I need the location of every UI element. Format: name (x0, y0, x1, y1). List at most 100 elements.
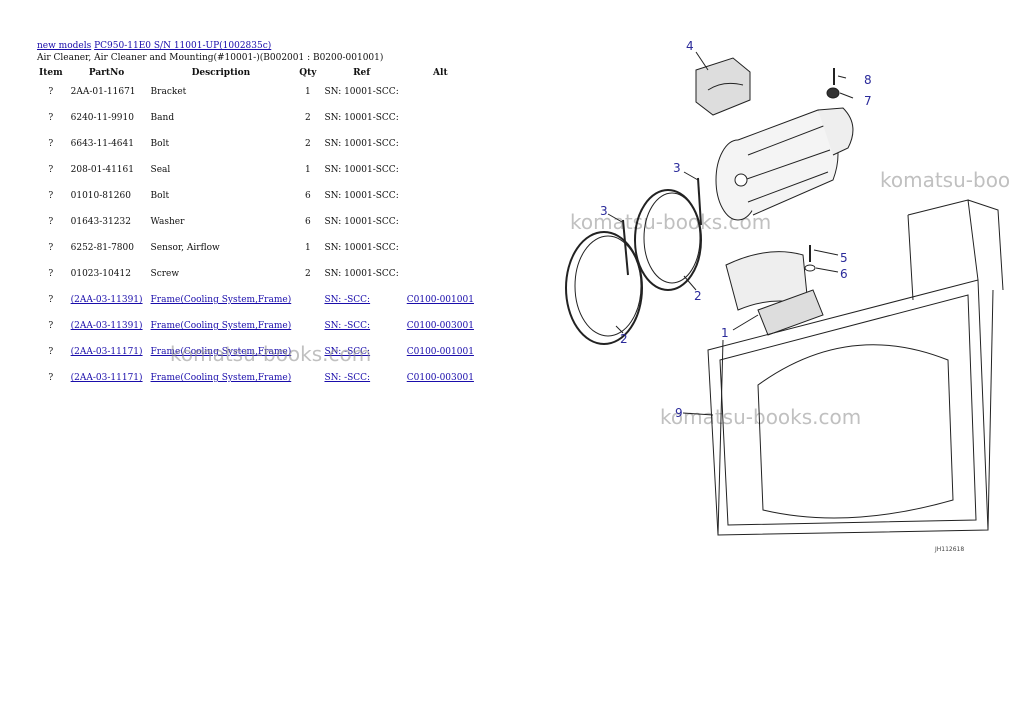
ref-link[interactable]: SN: -SCC: (324, 295, 371, 305)
qty-cell: 1 (304, 243, 311, 253)
qty-cell (295, 365, 320, 391)
col-qty: Qty (299, 67, 317, 78)
callout-label: 7 (864, 94, 872, 108)
partno-cell: 2AA-01-11671 (70, 87, 136, 97)
partno-cell: 6643-11-4641 (70, 139, 134, 149)
description-cell: Frame(Cooling System,Frame) (147, 365, 296, 391)
ref-cell: SN: -SCC: (320, 365, 402, 391)
alt-link[interactable]: C0100-001001 (406, 295, 474, 305)
alt-cell (403, 157, 478, 183)
col-partno: PartNo (88, 67, 125, 78)
table-row: ? 6643-11-4641 Bolt 2 SN: 10001-SCC: (35, 131, 478, 157)
callout-label: 4 (686, 39, 694, 53)
description-link[interactable]: Frame(Cooling System,Frame) (150, 347, 292, 357)
ref-link[interactable]: SN: -SCC: (324, 347, 371, 357)
page-title: Air Cleaner, Air Cleaner and Mounting(#1… (37, 53, 384, 63)
partno-cell: (2AA-03-11171) (67, 365, 147, 391)
ref-cell: SN: -SCC: (320, 287, 402, 313)
item-cell: ? (48, 139, 54, 149)
partno-cell: 01643-31232 (70, 217, 131, 227)
alt-cell: C0100-001001 (403, 339, 478, 365)
alt-cell (403, 105, 478, 131)
description-link[interactable]: Frame(Cooling System,Frame) (150, 321, 292, 331)
ref-cell: SN: 10001-SCC: (324, 269, 399, 279)
partno-link[interactable]: (2AA-03-11391) (70, 295, 143, 305)
breadcrumb-new-models-link[interactable]: new models (37, 41, 92, 51)
table-row: ? 6252-81-7800 Sensor, Airflow 1 SN: 10001-S… (35, 235, 478, 261)
table-row: ?(2AA-03-11391)Frame(Cooling System,Fram… (35, 287, 478, 313)
item-cell: ? (48, 191, 54, 201)
alt-link[interactable]: C0100-001001 (406, 347, 474, 357)
description-cell: Frame(Cooling System,Frame) (147, 287, 296, 313)
partno-link[interactable]: (2AA-03-11171) (70, 373, 143, 383)
callout-label: 2 (694, 289, 702, 303)
description-link[interactable]: Frame(Cooling System,Frame) (150, 295, 292, 305)
description-cell: Sensor, Airflow (150, 243, 220, 253)
partno-cell: 6240-11-9910 (70, 113, 134, 123)
description-cell: Band (150, 113, 175, 123)
callout-label: 8 (864, 73, 872, 87)
item-cell: ? (48, 373, 54, 383)
qty-cell: 2 (304, 139, 311, 149)
qty-cell: 1 (304, 165, 311, 175)
ref-cell: SN: 10001-SCC: (324, 139, 399, 149)
ref-cell: SN: -SCC: (320, 313, 402, 339)
partno-link[interactable]: (2AA-03-11171) (70, 347, 143, 357)
description-cell: Washer (150, 217, 185, 227)
ref-link[interactable]: SN: -SCC: (324, 373, 371, 383)
ref-cell: SN: 10001-SCC: (324, 165, 399, 175)
description-link[interactable]: Frame(Cooling System,Frame) (150, 373, 292, 383)
item-cell: ? (48, 87, 54, 97)
ref-link[interactable]: SN: -SCC: (324, 321, 371, 331)
qty-cell (295, 313, 320, 339)
ref-cell: SN: 10001-SCC: (324, 113, 399, 123)
description-cell: Screw (150, 269, 180, 279)
item-cell: ? (48, 269, 54, 279)
description-cell: Frame(Cooling System,Frame) (147, 339, 296, 365)
alt-cell: C0100-001001 (403, 287, 478, 313)
alt-cell (403, 235, 478, 261)
watermark: komatsu-books.com (660, 405, 862, 429)
alt-link[interactable]: C0100-003001 (406, 373, 474, 383)
partno-cell: 6252-81-7800 (70, 243, 134, 253)
alt-link[interactable]: C0100-003001 (406, 321, 474, 331)
ref-cell: SN: 10001-SCC: (324, 87, 399, 97)
alt-cell (403, 261, 478, 287)
col-item: Item (39, 67, 63, 78)
qty-cell: 6 (304, 191, 311, 201)
col-description: Description (191, 67, 251, 78)
alt-cell: C0100-003001 (403, 365, 478, 391)
item-cell: ? (48, 217, 54, 227)
partno-cell: 01010-81260 (70, 191, 131, 201)
breadcrumb-model-link[interactable]: PC950-11E0 S/N 11001-UP(1002835c) (94, 41, 272, 51)
description-cell: Bolt (150, 139, 170, 149)
col-ref: Ref (353, 67, 371, 78)
item-cell: ? (48, 165, 54, 175)
alt-cell (403, 79, 478, 105)
watermark: komatsu-boo (880, 168, 1011, 192)
col-alt: Alt (433, 67, 448, 78)
partno-cell: (2AA-03-11391) (67, 287, 147, 313)
item-cell: ? (48, 347, 54, 357)
table-row: ? 2AA-01-11671 Bracket 1 SN: 10001-SCC: (35, 79, 478, 105)
qty-cell: 1 (304, 87, 311, 97)
partno-cell: 208-01-41161 (70, 165, 134, 175)
partno-link[interactable]: (2AA-03-11391) (70, 321, 143, 331)
qty-cell: 2 (304, 113, 311, 123)
partno-cell: 01023-10412 (70, 269, 131, 279)
description-cell: Frame(Cooling System,Frame) (147, 313, 296, 339)
qty-cell: 2 (304, 269, 311, 279)
description-cell: Bracket (150, 87, 187, 97)
callout-label: 9 (675, 406, 683, 420)
alt-cell: C0100-003001 (403, 313, 478, 339)
partno-cell: (2AA-03-11171) (67, 339, 147, 365)
watermark: komatsu-books.com (170, 342, 372, 366)
alt-cell (403, 131, 478, 157)
ref-cell: SN: 10001-SCC: (324, 243, 399, 253)
alt-cell (403, 209, 478, 235)
item-cell: ? (48, 243, 54, 253)
item-cell: ? (48, 321, 54, 331)
